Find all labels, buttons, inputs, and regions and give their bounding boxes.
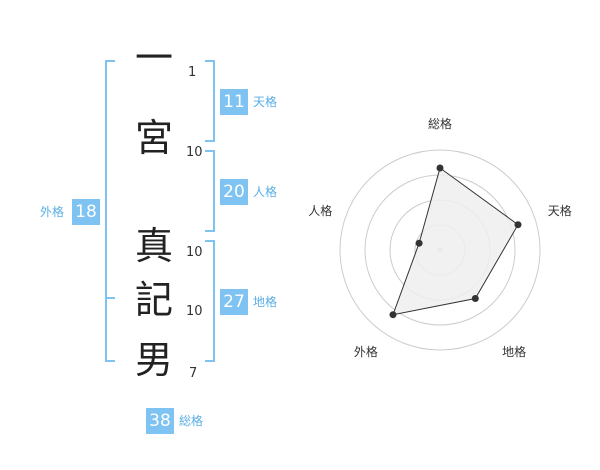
gaikaku-bracket bbox=[105, 60, 115, 362]
radar-point-3 bbox=[471, 295, 479, 302]
radar-axis-label: 人格 bbox=[308, 203, 332, 218]
radar-point-1 bbox=[436, 164, 444, 172]
stroke-count-2: 10 bbox=[186, 145, 203, 160]
stroke-count-3: 10 bbox=[186, 245, 203, 260]
radar-area bbox=[392, 167, 519, 316]
stroke-count-4: 10 bbox=[186, 304, 203, 319]
stroke-count-5: 7 bbox=[189, 366, 198, 381]
jinkaku-bracket bbox=[205, 150, 215, 232]
gaikaku-label: 外格 bbox=[40, 205, 65, 219]
jinkaku-value-badge: 20 bbox=[220, 179, 248, 205]
radar-point-5 bbox=[415, 239, 423, 247]
stroke-count-1: 1 bbox=[188, 65, 197, 80]
tenkaku-value-badge: 11 bbox=[220, 89, 248, 115]
radar-point-2 bbox=[514, 221, 522, 229]
name-char-4: 記 bbox=[134, 278, 173, 322]
name-char-5: 男 bbox=[134, 338, 173, 382]
radar-ring-4 bbox=[339, 149, 541, 351]
radar-axis-label: 総格 bbox=[428, 116, 452, 131]
name-char-2: 宮 bbox=[134, 116, 173, 160]
chikaku-label: 地格 bbox=[253, 295, 278, 309]
jinkaku-label: 人格 bbox=[253, 185, 278, 199]
chikaku-value-badge: 27 bbox=[220, 289, 248, 315]
soukaku-label: 総格 bbox=[179, 414, 204, 428]
gaikaku-value-badge: 18 bbox=[72, 199, 100, 225]
name-char-1: 一 bbox=[134, 36, 173, 80]
tenkaku-bracket bbox=[205, 60, 215, 142]
chikaku-split-tick bbox=[105, 297, 115, 299]
radar-axis-label: 天格 bbox=[548, 203, 572, 218]
radar-axis-label: 地格 bbox=[502, 344, 526, 359]
tenkaku-label: 天格 bbox=[253, 95, 278, 109]
chikaku-bracket bbox=[205, 240, 215, 362]
radar-axis-label: 外格 bbox=[354, 344, 378, 359]
soukaku-value-badge: 38 bbox=[146, 408, 174, 434]
name-char-3: 真 bbox=[134, 224, 173, 268]
radar-point-4 bbox=[389, 311, 397, 319]
